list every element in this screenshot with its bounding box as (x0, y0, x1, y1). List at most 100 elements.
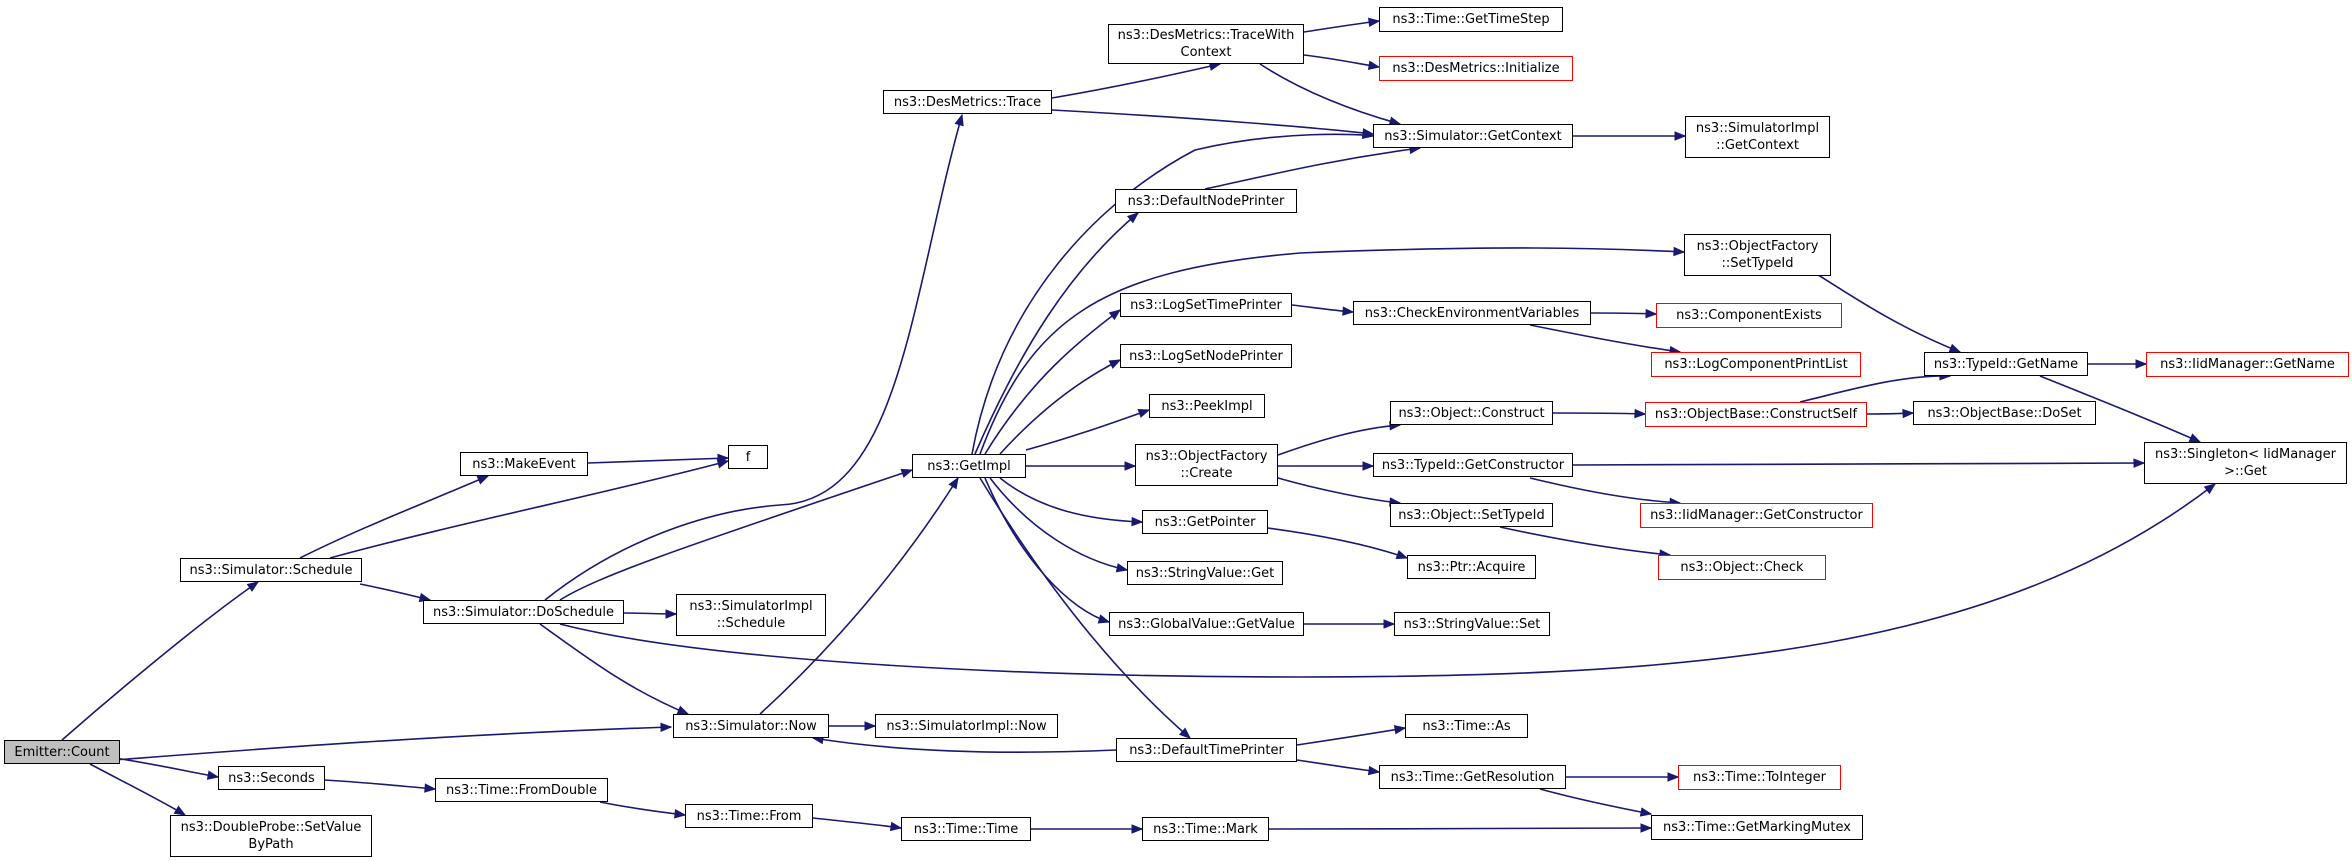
node-simulator-doschedule[interactable]: ns3::Simulator::DoSchedule (423, 600, 624, 624)
node-time-gettimestep[interactable]: ns3::Time::GetTimeStep (1379, 7, 1563, 32)
node-objectbase-constructself[interactable]: ns3::ObjectBase::ConstructSelf (1645, 402, 1867, 427)
node-object-check[interactable]: ns3::Object::Check (1658, 555, 1826, 580)
edge-arrowhead (900, 468, 914, 478)
edge-29 (1303, 54, 1380, 68)
node-time-getresolution[interactable]: ns3::Time::GetResolution (1379, 765, 1566, 789)
node-label: ::Create (1180, 466, 1233, 481)
node-getpointer[interactable]: ns3::GetPointer (1142, 510, 1268, 534)
node-label: ns3::GlobalValue::GetValue (1118, 616, 1295, 632)
node-defaultnodeprinter[interactable]: ns3::DefaultNodePrinter (1115, 189, 1297, 213)
edge-arrowhead (676, 705, 690, 715)
node-object-construct[interactable]: ns3::Object::Construct (1390, 401, 1553, 425)
node-seconds[interactable]: ns3::Seconds (218, 766, 325, 790)
edge-arrowhead (1108, 359, 1122, 369)
node-label: ns3::ObjectBase::ConstructSelf (1654, 407, 1858, 422)
edge-22 (1296, 727, 1406, 746)
node-label: Context (1180, 45, 1232, 60)
node-getimpl[interactable]: ns3::GetImpl (912, 454, 1026, 478)
node-stringvalue-get[interactable]: ns3::StringValue::Get (1127, 561, 1283, 585)
node-label: ns3::LogSetNodePrinter (1129, 348, 1283, 364)
node-label: ns3::ObjectFactory (1145, 449, 1268, 464)
edge-arrowhead (2188, 433, 2202, 443)
node-label: ::Schedule (716, 616, 786, 631)
node-label: ns3::DesMetrics::Trace (893, 94, 1042, 110)
edge-arrowhead (1367, 60, 1381, 70)
node-logsetnodeprinter[interactable]: ns3::LogSetNodePrinter (1120, 344, 1292, 368)
node-label: ns3::Time::GetMarkingMutex (1663, 820, 1851, 835)
node-stringvalue-set[interactable]: ns3::StringValue::Set (1394, 612, 1550, 636)
node-time-time[interactable]: ns3::Time::Time (901, 817, 1031, 841)
node-checkenvvars[interactable]: ns3::CheckEnvironmentVariables (1353, 301, 1591, 325)
edge-51 (1799, 375, 1951, 403)
node-time-getmarkingmutex[interactable]: ns3::Time::GetMarkingMutex (1651, 815, 1863, 840)
edge-57 (1499, 526, 1671, 556)
edge-34 (974, 212, 1139, 455)
node-time-fromdouble[interactable]: ns3::Time::FromDouble (435, 778, 608, 802)
node-time-mark[interactable]: ns3::Time::Mark (1142, 817, 1269, 841)
node-iidmanager-getname[interactable]: ns3::IidManager::GetName (2146, 352, 2349, 377)
node-label: ns3::Simulator::Schedule (189, 562, 353, 578)
node-objectfactory-create[interactable]: ns3::ObjectFactory::Create (1135, 444, 1278, 486)
node-simulatorimpl-schedule[interactable]: ns3::SimulatorImpl::Schedule (676, 594, 826, 636)
edge-36 (984, 309, 1121, 455)
node-time-as[interactable]: ns3::Time::As (1405, 714, 1528, 738)
node-label: ns3::IidManager::GetName (2160, 357, 2335, 372)
edge-arrowhead (1178, 727, 1192, 739)
node-simulator-schedule[interactable]: ns3::Simulator::Schedule (180, 558, 362, 582)
node-emitter-count: Emitter::Count (4, 740, 120, 764)
node-simulator-now[interactable]: ns3::Simulator::Now (673, 714, 829, 738)
edge-arrowhead (1131, 824, 1144, 834)
node-logsettimeprinter[interactable]: ns3::LogSetTimePrinter (1120, 293, 1292, 317)
edge-arrowhead (1342, 306, 1355, 316)
edge-arrowhead (1131, 516, 1144, 527)
node-label: ns3::Time::ToInteger (1692, 770, 1827, 785)
edge-54 (2039, 375, 2201, 443)
node-time-from[interactable]: ns3::Time::From (685, 804, 813, 828)
edge-arrowhead (1368, 17, 1381, 27)
node-desmetrics-trace[interactable]: ns3::DesMetrics::Trace (883, 90, 1052, 114)
node-makeevent[interactable]: ns3::MakeEvent (460, 452, 588, 476)
node-typeid-getconstructor[interactable]: ns3::TypeId::GetConstructor (1373, 453, 1573, 477)
node-simulator-getcontext[interactable]: ns3::Simulator::GetContext (1373, 124, 1573, 148)
node-peekimpl[interactable]: ns3::PeekImpl (1149, 394, 1265, 418)
node-time-tointeger[interactable]: ns3::Time::ToInteger (1678, 765, 1841, 790)
node-objectfactory-settypeid[interactable]: ns3::ObjectFactory::SetTypeId (1684, 234, 1831, 276)
node-componentexists[interactable]: ns3::ComponentExists (1656, 303, 1842, 328)
edge-45 (984, 477, 1110, 623)
node-simulatorimpl-getcontext[interactable]: ns3::SimulatorImpl::GetContext (1685, 116, 1830, 158)
edge-11 (359, 583, 431, 601)
edge-35 (979, 247, 1685, 455)
edge-8 (1268, 827, 1652, 830)
node-ptr-acquire[interactable]: ns3::Ptr::Acquire (1407, 555, 1536, 579)
node-typeid-getname[interactable]: ns3::TypeId::GetName (1924, 352, 2088, 376)
edge-arrowhead (1367, 765, 1381, 776)
node-label: ns3::SimulatorImpl (1695, 121, 1820, 136)
node-simulatorimpl-now[interactable]: ns3::SimulatorImpl::Now (875, 714, 1058, 738)
node-iidmanager-getconstructor[interactable]: ns3::IidManager::GetConstructor (1640, 503, 1873, 528)
edge-arrowhead (1108, 309, 1122, 321)
edge-arrowhead (424, 783, 437, 793)
node-label: ns3::Time::GetTimeStep (1392, 12, 1550, 27)
edge-18 (759, 477, 959, 715)
node-defaulttimeprinter[interactable]: ns3::DefaultTimePrinter (1116, 738, 1297, 762)
node-label: ns3::Simulator::DoSchedule (432, 604, 615, 620)
node-object-settypeid[interactable]: ns3::Object::SetTypeId (1390, 503, 1553, 527)
node-objectbase-doset[interactable]: ns3::ObjectBase::DoSet (1913, 401, 2096, 425)
node-singleton-get[interactable]: ns3::Singleton< IidManager >::Get (2144, 442, 2347, 484)
node-label: ns3::ObjectBase::DoSet (1927, 405, 2082, 421)
edge-arrowhead (1673, 246, 1686, 257)
edge-arrowhead (948, 476, 959, 490)
node-globalvalue-getvalue[interactable]: ns3::GlobalValue::GetValue (1109, 612, 1304, 636)
node-f[interactable]: f (728, 445, 768, 469)
node-logcomponentprintlist[interactable]: ns3::LogComponentPrintList (1651, 352, 1861, 377)
node-label: ns3::CheckEnvironmentVariables (1364, 305, 1580, 321)
edge-arrowhead (1674, 131, 1687, 141)
edge-arrowhead (864, 721, 877, 731)
edge-39 (1529, 324, 1681, 353)
edge-arrowhead (476, 475, 490, 485)
node-label: f (745, 449, 751, 465)
node-desmetrics-initialize[interactable]: ns3::DesMetrics::Initialize (1379, 56, 1573, 81)
node-label: ns3::GetImpl (927, 458, 1011, 474)
